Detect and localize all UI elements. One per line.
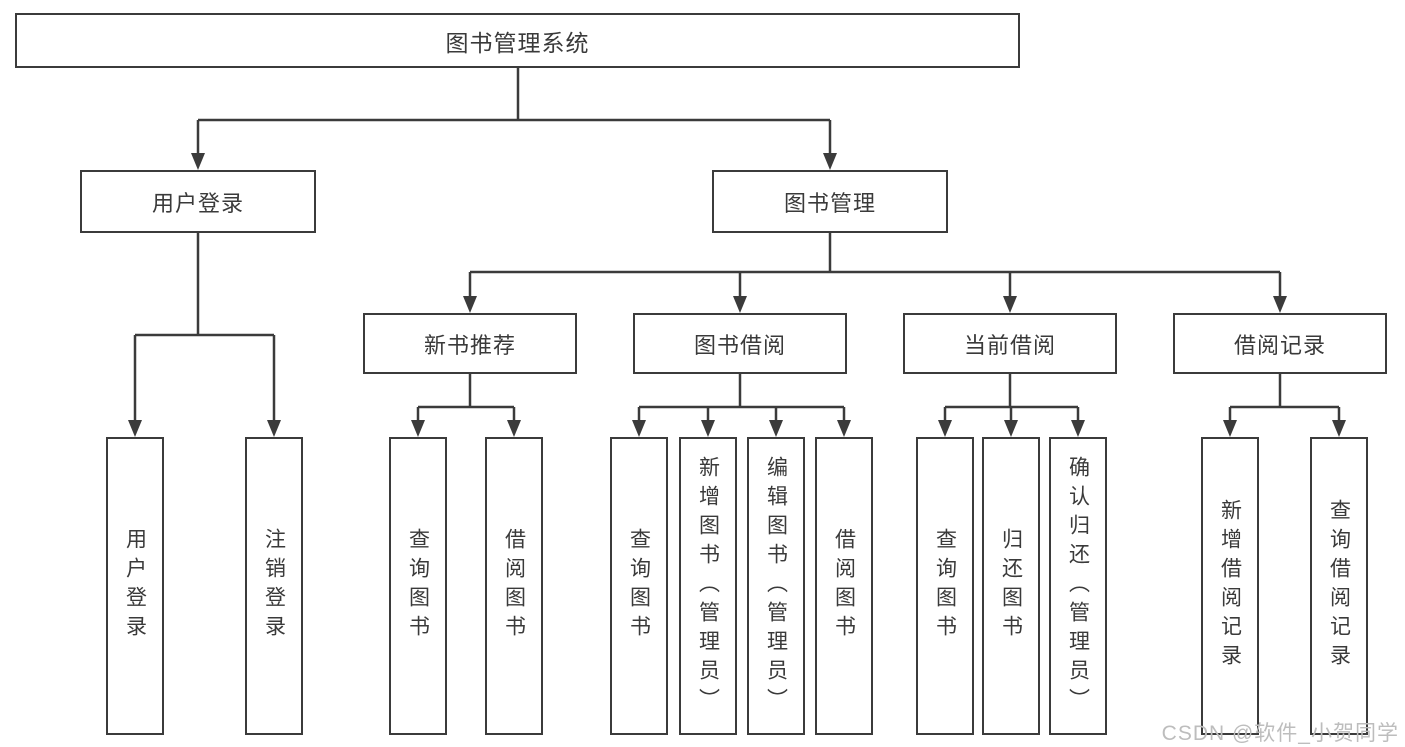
leaf-add-books-admin-label: 新增图书（管理员） [696,455,720,717]
arrow-down-icon [267,420,281,437]
arrow-down-icon [128,420,142,437]
leaf-logout-label: 注销登录 [262,528,286,644]
leaf-user-login: 用户登录 [106,437,164,735]
arrow-down-icon [411,420,425,437]
node-new-book-recommend: 新书推荐 [363,313,577,374]
node-current-borrowing: 当前借阅 [903,313,1117,374]
arrowheads [128,153,1346,437]
leaf-add-borrow-record: 新增借阅记录 [1201,437,1259,735]
leaf-query-books-recommend-label: 查询图书 [406,528,430,644]
leaf-borrow-books-borrowing-label: 借阅图书 [832,528,856,644]
node-book-borrowing-label: 图书借阅 [693,332,786,358]
leaf-borrow-books-recommend-label: 借阅图书 [502,528,526,644]
arrow-down-icon [733,296,747,313]
leaf-borrow-books-recommend: 借阅图书 [485,437,543,735]
node-user-login-label: 用户登录 [151,190,244,216]
leaf-query-borrow-record-label: 查询借阅记录 [1327,499,1351,673]
csdn-watermark: CSDN @软件_小贺同学 [1161,722,1399,745]
leaf-add-books-admin: 新增图书（管理员） [679,437,737,735]
leaf-query-borrow-record: 查询借阅记录 [1310,437,1368,735]
node-book-management: 图书管理 [712,170,948,233]
arrow-down-icon [837,420,851,437]
node-library-system-label: 图书管理系统 [445,29,590,56]
leaf-edit-books-admin-label: 编辑图书（管理员） [764,455,788,717]
arrow-down-icon [463,296,477,313]
leaf-query-books-borrowing: 查询图书 [610,437,668,735]
arrow-down-icon [507,420,521,437]
leaf-add-borrow-record-label: 新增借阅记录 [1218,499,1242,673]
leaf-query-books-recommend: 查询图书 [389,437,447,735]
node-borrow-records: 借阅记录 [1173,313,1387,374]
arrow-down-icon [1273,296,1287,313]
leaf-return-books-label: 归还图书 [999,528,1023,644]
node-user-login: 用户登录 [80,170,316,233]
arrow-down-icon [191,153,205,170]
arrow-down-icon [938,420,952,437]
arrow-down-icon [1332,420,1346,437]
leaf-borrow-books-borrowing: 借阅图书 [815,437,873,735]
node-borrow-records-label: 借阅记录 [1233,332,1326,358]
node-new-book-recommend-label: 新书推荐 [423,332,516,358]
node-book-management-label: 图书管理 [783,190,876,216]
node-book-borrowing: 图书借阅 [633,313,847,374]
node-current-borrowing-label: 当前借阅 [963,332,1056,358]
arrow-down-icon [1004,420,1018,437]
leaf-edit-books-admin: 编辑图书（管理员） [747,437,805,735]
arrow-down-icon [769,420,783,437]
leaf-query-books-current-label: 查询图书 [933,528,957,644]
arrow-down-icon [1003,296,1017,313]
leaf-logout: 注销登录 [245,437,303,735]
leaf-confirm-return-admin-label: 确认归还（管理员） [1066,455,1090,717]
leaf-return-books: 归还图书 [982,437,1040,735]
arrow-down-icon [823,153,837,170]
arrow-down-icon [1071,420,1085,437]
arrow-down-icon [632,420,646,437]
arrow-down-icon [701,420,715,437]
node-library-system: 图书管理系统 [15,13,1020,68]
leaf-user-login-label: 用户登录 [123,528,147,644]
arrow-down-icon [1223,420,1237,437]
leaf-confirm-return-admin: 确认归还（管理员） [1049,437,1107,735]
leaf-query-books-current: 查询图书 [916,437,974,735]
leaf-query-books-borrowing-label: 查询图书 [627,528,651,644]
